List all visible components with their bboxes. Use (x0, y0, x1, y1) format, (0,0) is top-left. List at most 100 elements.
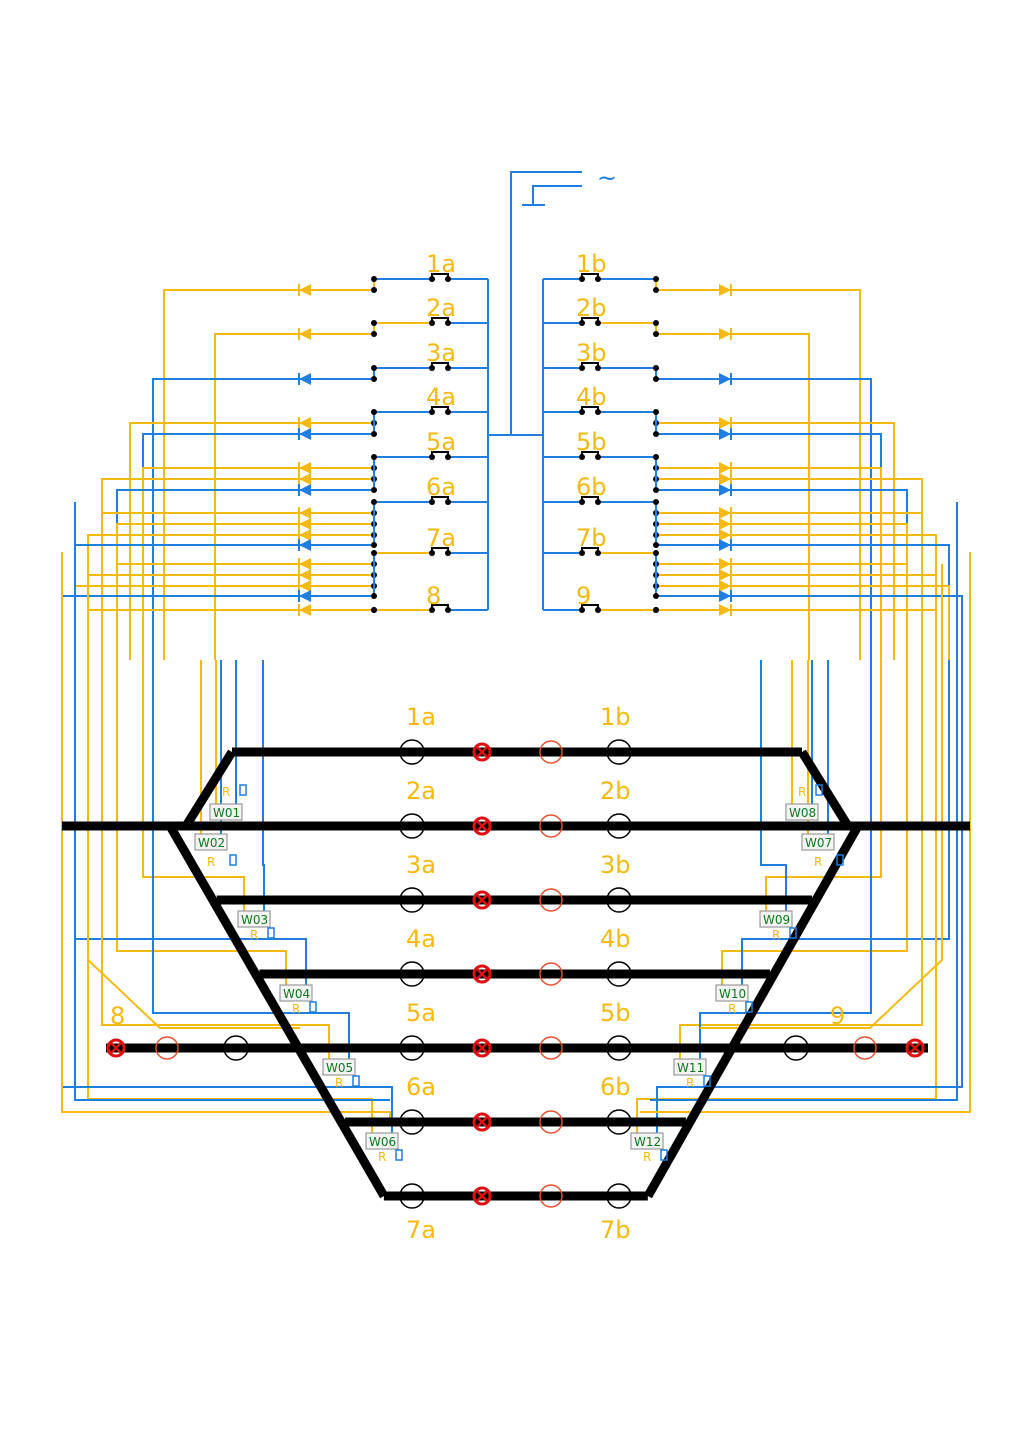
switch-wire (765, 660, 882, 911)
left-pushbutton-4a[interactable] (429, 406, 451, 415)
junction-dot (371, 320, 377, 326)
right-button-label: 2b (576, 294, 607, 322)
switch-box (194, 833, 228, 851)
right-pushbutton-5b[interactable] (579, 451, 601, 460)
straight-indicator-icon (309, 1001, 317, 1013)
left-button-label: 5a (426, 428, 456, 456)
diode-icon (299, 373, 311, 385)
track-8-wire (61, 552, 391, 1122)
signal-icon (853, 1036, 877, 1060)
right-pushbutton-2b[interactable] (579, 317, 601, 326)
right-pushbutton-6b[interactable] (579, 496, 601, 505)
switch-wire (116, 660, 287, 985)
button-bar (581, 496, 599, 502)
right-pushbutton-4b[interactable] (579, 406, 601, 415)
junction-dot (653, 542, 659, 548)
track-label-8: 8 (110, 1002, 125, 1030)
buffer-stop-circle (472, 742, 492, 762)
track-9-wire (640, 552, 971, 1113)
junction-dot (653, 320, 659, 326)
switch-label: W07 (805, 836, 832, 850)
isolation-gap-icon (606, 887, 632, 913)
junction-dot (371, 487, 377, 493)
track-diagonal (644, 823, 862, 1199)
right-pushbutton-7b[interactable] (579, 547, 601, 556)
junction-dot (653, 331, 659, 337)
diode-icon (719, 507, 731, 519)
buffer-stop-icon (472, 1186, 492, 1206)
right-pushbutton-3b[interactable] (579, 362, 601, 371)
track-label-right: 1b (600, 703, 631, 731)
button-bar (431, 273, 449, 279)
diode-icon (719, 518, 731, 530)
left-pushbutton-8[interactable] (429, 604, 451, 613)
left-pushbutton-2a[interactable] (429, 317, 451, 326)
signal-icon (539, 1184, 563, 1208)
switch-label: W08 (789, 806, 816, 820)
track-diagonal (798, 749, 852, 829)
left-pushbutton-3a[interactable] (429, 362, 451, 371)
junction-dot (371, 276, 377, 282)
left-button-label: 2a (426, 294, 456, 322)
button-bar (431, 451, 449, 457)
signal-icon (539, 962, 563, 986)
left-pushbutton-7a[interactable] (429, 547, 451, 556)
switch-box (322, 1058, 356, 1076)
switch-label: W11 (677, 1061, 704, 1075)
buffer-stop-circle (472, 964, 492, 984)
left-pushbutton-1a[interactable] (429, 273, 451, 282)
track-label-right: 5b (600, 999, 631, 1027)
right-pushbutton-9[interactable] (579, 604, 601, 613)
diode-icon (719, 428, 731, 440)
straight-indicator-icon (745, 1001, 753, 1013)
track-label-right: 7b (600, 1216, 631, 1244)
reverse-label: R (207, 855, 215, 869)
diode-icon (719, 558, 731, 570)
buffer-stop-circle (472, 816, 492, 836)
track-diagonal (182, 749, 236, 829)
switch-motors: W01RW02RW03RW04RW05RW06RW08RW07RW09RW10R… (194, 784, 844, 1164)
junction-dot (653, 409, 659, 415)
switch-label: W09 (763, 913, 790, 927)
junction-dot (371, 376, 377, 382)
right-button-label: 7b (576, 524, 607, 552)
switch-wire (262, 660, 265, 911)
switch-label: W06 (369, 1135, 396, 1149)
diode-wire (656, 595, 963, 660)
diode-icon (299, 417, 311, 429)
right-pushbutton-1b[interactable] (579, 273, 601, 282)
diode-icon (299, 507, 311, 519)
switch-label: W01 (213, 806, 240, 820)
reverse-label: R (292, 1002, 300, 1016)
straight-indicator-icon (267, 927, 275, 939)
track-label-right: 6b (600, 1073, 631, 1101)
buffer-stop-icon (472, 964, 492, 984)
junction-dot (653, 431, 659, 437)
cross (476, 820, 488, 832)
right-button-label: 6b (576, 473, 607, 501)
buffer-stop-icon (472, 1038, 492, 1058)
buffer-stop-circle (472, 1186, 492, 1206)
left-pushbutton-5a[interactable] (429, 451, 451, 460)
diode-icon (299, 473, 311, 485)
junction-dot (653, 454, 659, 460)
junction-dot (653, 487, 659, 493)
diode-icon (719, 373, 731, 385)
diode-wire (152, 378, 374, 660)
isolation-gap-icon (606, 813, 632, 839)
left-pushbutton-6a[interactable] (429, 496, 451, 505)
switch-wire (721, 660, 908, 985)
